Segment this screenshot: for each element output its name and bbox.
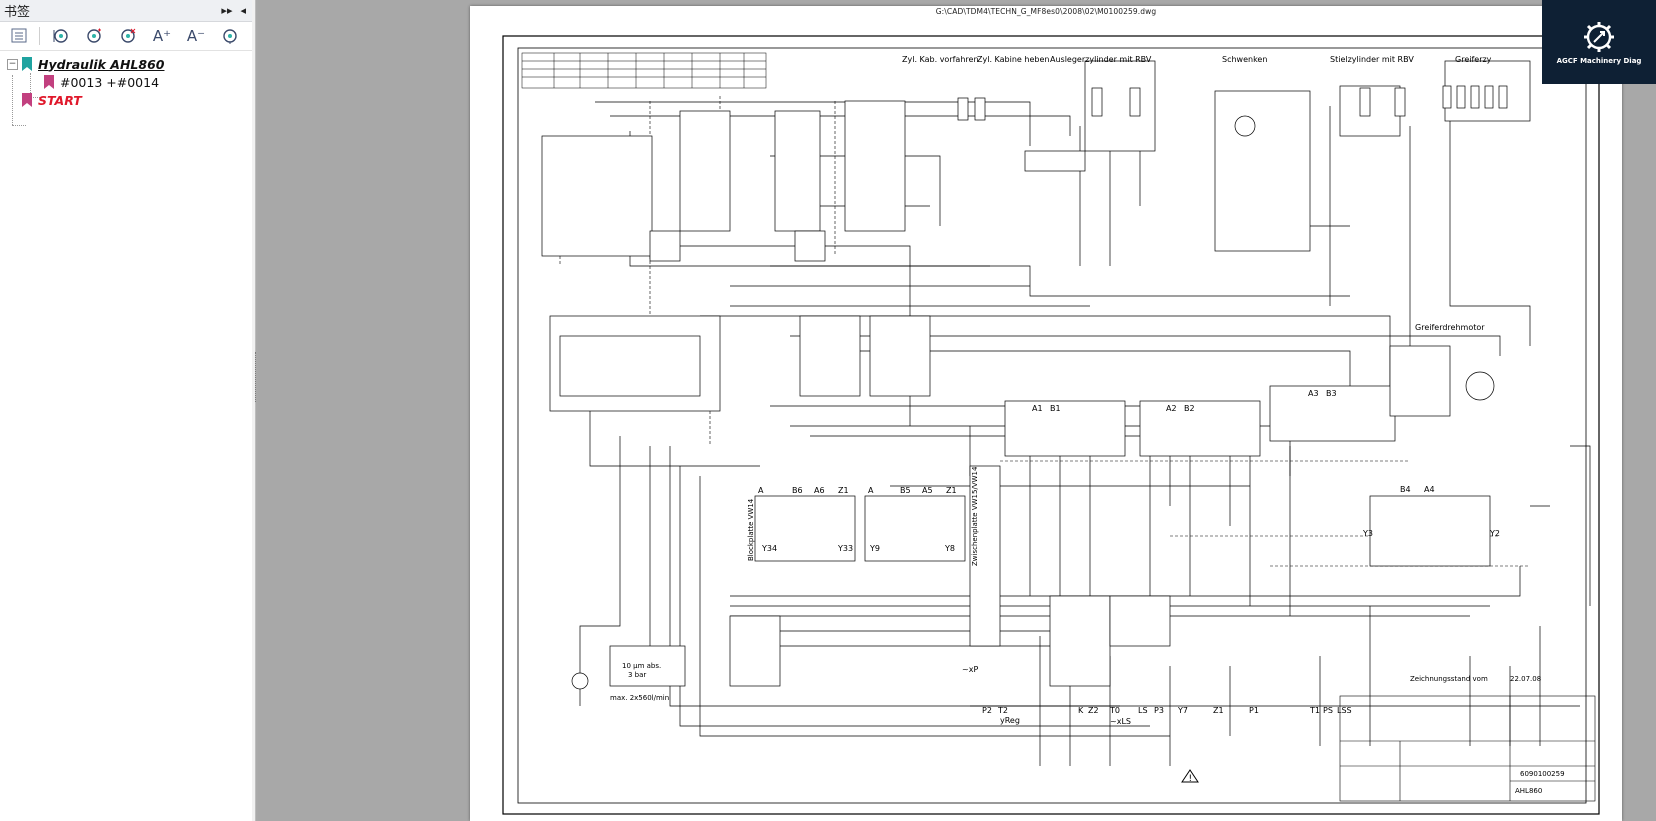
port-label: T0 — [1109, 706, 1120, 715]
label-stielzylinder: Stielzylinder mit RBV — [1330, 55, 1414, 64]
port-label: A — [868, 486, 874, 495]
hydraulic-schematic: ! Zyl. Kab. vorfahren Zyl. Kabine heben … — [502, 35, 1600, 815]
port-label: Y8 — [944, 544, 955, 553]
port-label: A5 — [922, 486, 933, 495]
title-block-drawing-number: 6090100259 — [1520, 770, 1565, 778]
bookmark-label: Hydraulik AHL860 — [38, 56, 165, 72]
watermark-logo: AGCF Machinery Diag — [1542, 0, 1656, 84]
bookmarks-panel: 书签 ▸▸ ◂ A⁺ A⁻ − Hydra — [0, 0, 253, 821]
bookmark-item[interactable]: #0013 +#0014 — [0, 73, 252, 91]
label-greiferzylinder: Greiferzy — [1455, 55, 1492, 64]
port-label: B1 — [1050, 404, 1061, 413]
port-label: T2 — [997, 706, 1008, 715]
label-schwenken: Schwenken — [1222, 55, 1267, 64]
port-label: LS — [1138, 706, 1148, 715]
port-label: ~xP — [962, 665, 978, 674]
label-zeichnungsstand-date: 22.07.08 — [1510, 675, 1541, 683]
pdf-page[interactable]: G:\CAD\TDM4\TECHN_G_MF8es0\2008\02\M0100… — [470, 6, 1622, 821]
options-icon[interactable] — [2, 24, 36, 48]
add-bookmark-icon[interactable] — [77, 24, 111, 48]
font-smaller-icon[interactable]: A⁻ — [186, 27, 206, 45]
label-zwischenplatte: Zwischenplatte VW15/VW14 — [971, 466, 979, 566]
port-label: Y2 — [1489, 529, 1500, 538]
collapse-toggle-icon[interactable]: − — [7, 58, 18, 70]
port-label: B4 — [1400, 485, 1411, 494]
bookmark-tree: − Hydraulik AHL860 #0013 +#0014 START — [0, 51, 252, 126]
port-label: A4 — [1424, 485, 1435, 494]
port-label: P2 — [982, 706, 992, 715]
port-label: yReg — [1000, 716, 1020, 725]
port-label: PS — [1323, 706, 1333, 715]
port-label: B5 — [900, 486, 911, 495]
port-label: B3 — [1326, 389, 1337, 398]
bookmark-icon — [22, 93, 32, 107]
label-blockplatte: Blockplatte VW14 — [747, 498, 755, 561]
gear-logo-icon — [1584, 21, 1614, 52]
svg-text:!: ! — [1189, 774, 1193, 784]
port-label: A2 — [1166, 404, 1177, 413]
label-filter: 10 µm abs. — [622, 662, 661, 670]
bookmarks-panel-header: 书签 ▸▸ ◂ — [0, 0, 252, 22]
expand-bookmark-icon[interactable] — [43, 24, 77, 48]
port-label: A3 — [1308, 389, 1319, 398]
port-label: P3 — [1154, 706, 1164, 715]
port-label: Z1 — [1213, 706, 1224, 715]
port-label: K — [1078, 706, 1084, 715]
label-zyl-kab-vorfahren: Zyl. Kab. vorfahren — [902, 55, 979, 64]
label-zeichnungsstand: Zeichnungsstand vom — [1410, 675, 1488, 683]
port-label: Y3 — [1362, 529, 1373, 538]
bookmark-icon — [22, 57, 32, 71]
port-label: Y9 — [869, 544, 880, 553]
port-label: B2 — [1184, 404, 1195, 413]
port-label: Y34 — [761, 544, 777, 553]
bookmark-item[interactable]: − Hydraulik AHL860 — [0, 55, 252, 73]
collapse-panel-button[interactable]: ◂ — [240, 4, 246, 17]
label-greiferdrehmotor: Greiferdrehmotor — [1415, 323, 1485, 332]
bookmarks-toolbar: A⁺ A⁻ — [0, 22, 252, 51]
font-larger-icon[interactable]: A⁺ — [152, 27, 172, 45]
port-label: P1 — [1249, 706, 1259, 715]
port-label: ~xLS — [1110, 717, 1131, 726]
port-label: A6 — [814, 486, 825, 495]
port-label: Y7 — [1177, 706, 1188, 715]
title-block-model: AHL860 — [1515, 787, 1542, 795]
find-bookmark-icon[interactable] — [213, 24, 247, 48]
port-label: T1 — [1309, 706, 1320, 715]
bookmark-item[interactable]: START — [0, 91, 252, 109]
label-zyl-kabine-heben: Zyl. Kabine heben — [977, 55, 1049, 64]
label-filter-bar: 3 bar — [628, 671, 646, 679]
panel-splitter[interactable] — [252, 0, 256, 821]
port-label: Z2 — [1088, 706, 1099, 715]
label-auslegerzylinder: Auslegerzylinder mit RBV — [1050, 55, 1152, 64]
port-label: LSS — [1337, 706, 1352, 715]
drawing-file-path: G:\CAD\TDM4\TECHN_G_MF8es0\2008\02\M0100… — [935, 7, 1157, 16]
document-viewport[interactable]: G:\CAD\TDM4\TECHN_G_MF8es0\2008\02\M0100… — [258, 0, 1656, 821]
port-label: Z1 — [838, 486, 849, 495]
port-label: A1 — [1032, 404, 1043, 413]
logo-text: AGCF Machinery Diag — [1556, 56, 1642, 65]
bookmark-icon — [44, 75, 54, 89]
port-label: B6 — [792, 486, 803, 495]
port-label: Y33 — [837, 544, 853, 553]
label-filter-max: max. 2x560l/min — [610, 694, 669, 702]
port-label: A — [758, 486, 764, 495]
panel-title: 书签 — [4, 5, 31, 20]
bookmark-label: #0013 +#0014 — [60, 74, 160, 90]
delete-bookmark-icon[interactable] — [111, 24, 145, 48]
bookmark-label: START — [38, 92, 82, 108]
port-label: Z1 — [946, 486, 957, 495]
expand-panel-button[interactable]: ▸▸ — [221, 4, 233, 17]
